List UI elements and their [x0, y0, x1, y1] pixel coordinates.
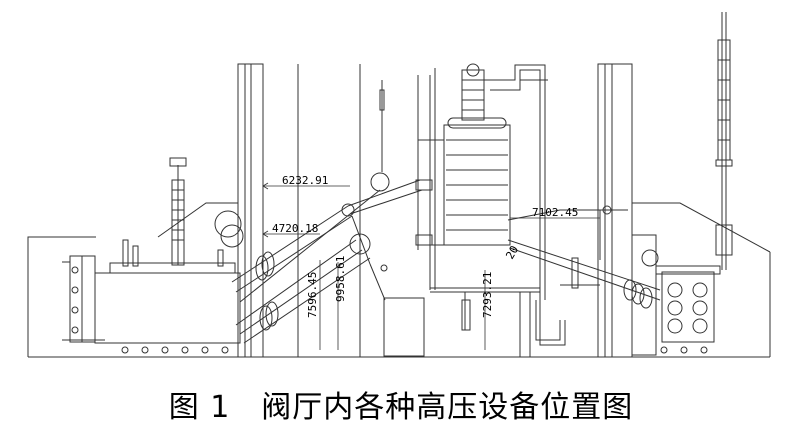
dim-label-7596: 7596.45: [306, 272, 319, 318]
valve-side-bushings-right: [508, 206, 660, 308]
dim-label-7102: 7102.45: [532, 206, 578, 219]
valve-tower: [384, 64, 565, 357]
figure-caption: 图 1 阀厅内各种高压设备位置图: [168, 390, 634, 425]
valve-side-bushings: [232, 80, 422, 343]
converter-transformer-left: [62, 158, 243, 353]
dimension-lines: [263, 183, 600, 350]
converter-transformer-right: [642, 12, 732, 353]
dim-label-20: 20: [503, 244, 521, 262]
dim-label-7293: 7293.21: [481, 272, 494, 318]
building-outline: [28, 64, 770, 357]
dim-label-6232: 6232.91: [282, 174, 328, 187]
dim-label-4720: 4720.18: [272, 222, 318, 235]
valve-hall-diagram: 6232.91 4720.18 7102.45 7596.45 9958.61 …: [0, 0, 802, 380]
dim-label-9958: 9958.61: [334, 256, 347, 302]
